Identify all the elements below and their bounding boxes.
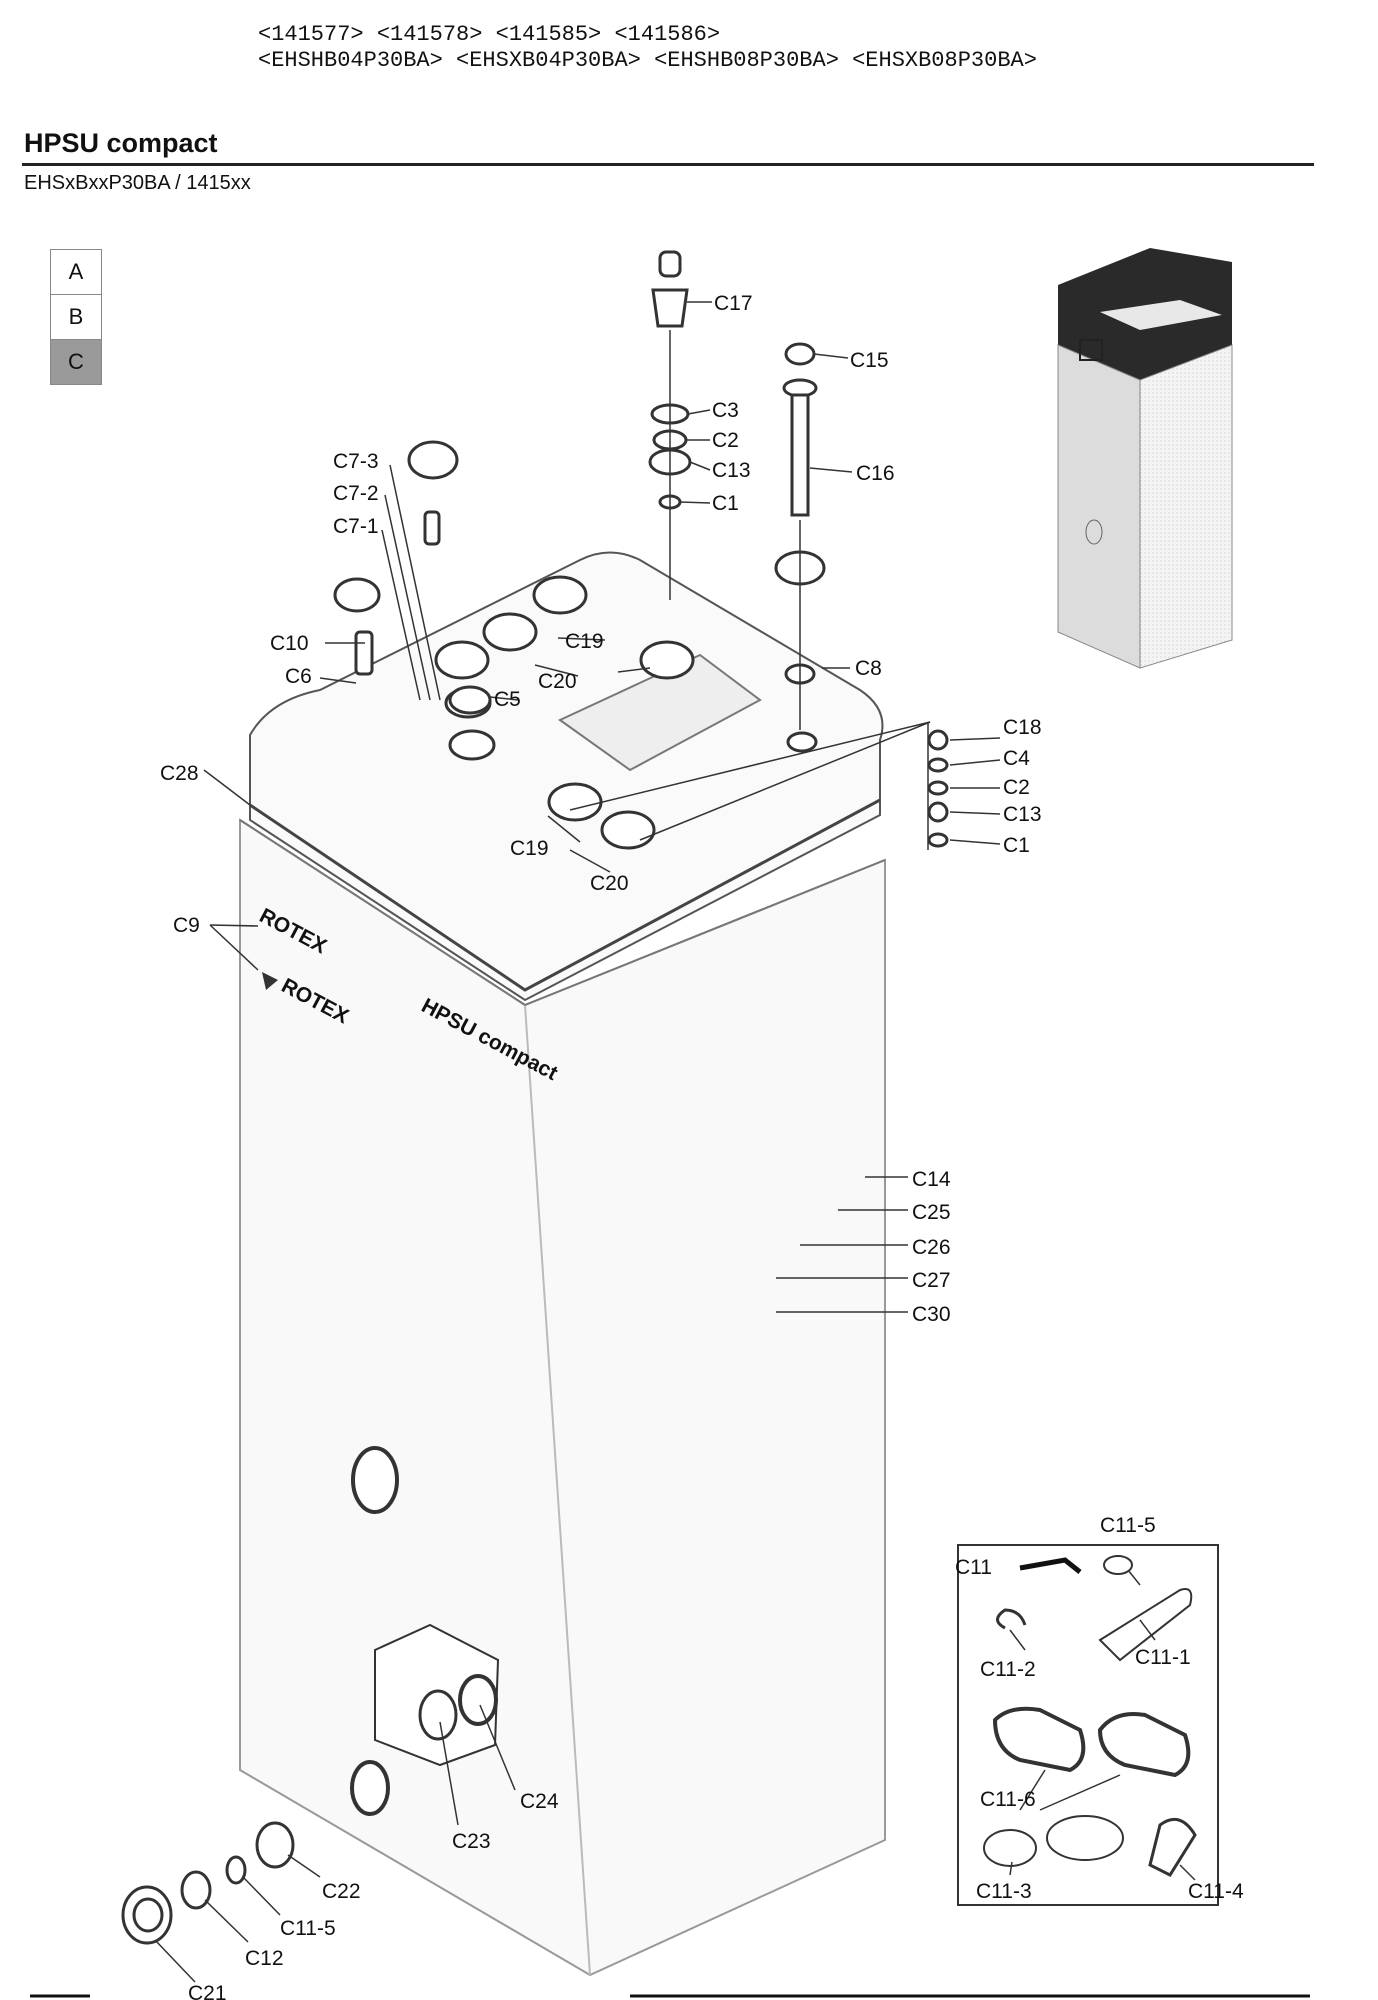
callout-c23: C23 [452,1830,491,1853]
callout-c11-6: C11-6 [980,1788,1036,1811]
callout-c14: C14 [912,1168,951,1191]
callout-c11-5-left: C11-5 [280,1917,336,1940]
group-selector: A B C [50,249,102,385]
title-rule [22,163,1314,166]
callout-c2: C2 [712,429,739,452]
callout-c9: C9 [173,914,200,937]
leader-lines [154,301,1001,1983]
callout-c11-5-kit: C11-5 [1100,1514,1156,1537]
callout-c25: C25 [912,1201,951,1224]
page-title: HPSU compact [24,128,218,158]
callout-c7-1: C7-1 [333,515,379,538]
callout-c3: C3 [712,399,739,422]
callout-c11-3: C11-3 [976,1880,1032,1903]
callout-c28: C28 [160,762,199,785]
callout-c12: C12 [245,1947,284,1970]
callout-c19-bottom: C19 [510,837,549,860]
callout-c10: C10 [270,632,309,655]
group-tab-c[interactable]: C [51,340,101,384]
model-numbers: <EHSHB04P30BA> <EHSXB04P30BA> <EHSHB08P3… [258,48,1037,73]
callout-labels: C17 C15 C3 C2 C13 C1 C16 C7-3 C7-2 C7-1 … [160,292,1244,2000]
callout-c22: C22 [322,1880,361,1903]
callout-c11-1: C11-1 [1135,1646,1191,1669]
callout-c26: C26 [912,1236,951,1259]
callout-c13-right: C13 [1003,803,1042,826]
storage-tank: ROTEX HPSU compact ROTEX [239,551,886,1977]
group-tab-a[interactable]: A [51,250,101,295]
callout-c6: C6 [285,665,312,688]
callout-c11: C11 [955,1556,992,1579]
callout-c24: C24 [520,1790,559,1813]
callout-c30: C30 [912,1303,951,1326]
callout-c20-bottom: C20 [590,872,629,895]
callout-c1-right: C1 [1003,834,1030,857]
callout-c7-3: C7-3 [333,450,379,473]
callout-c17: C17 [714,292,753,315]
callout-c20-top: C20 [538,670,577,693]
callout-c4: C4 [1003,747,1030,770]
callout-c18: C18 [1003,716,1042,739]
callout-c16: C16 [856,462,895,485]
product-thumbnail [1057,248,1233,669]
callout-c11-2: C11-2 [980,1658,1036,1681]
callout-c19-top: C19 [565,630,604,653]
part-numbers: <141577> <141578> <141585> <141586> [258,22,721,47]
callout-c2-right: C2 [1003,776,1030,799]
accessory-kit [957,1544,1219,1906]
page-subtitle: EHSxBxxP30BA / 1415xx [24,172,251,194]
callout-c5: C5 [494,688,521,711]
callout-c7-2: C7-2 [333,482,379,505]
callout-c21: C21 [188,1982,227,2000]
callout-c13: C13 [712,459,751,482]
callout-c11-4: C11-4 [1188,1880,1244,1903]
callout-c8: C8 [855,657,882,680]
callout-c27: C27 [912,1269,951,1292]
group-tab-b[interactable]: B [51,295,101,340]
callout-c1: C1 [712,492,739,515]
exploded-parts [121,250,949,1945]
callout-c15: C15 [850,349,889,372]
header: <141577> <141578> <141585> <141586> <EHS… [258,22,1037,74]
